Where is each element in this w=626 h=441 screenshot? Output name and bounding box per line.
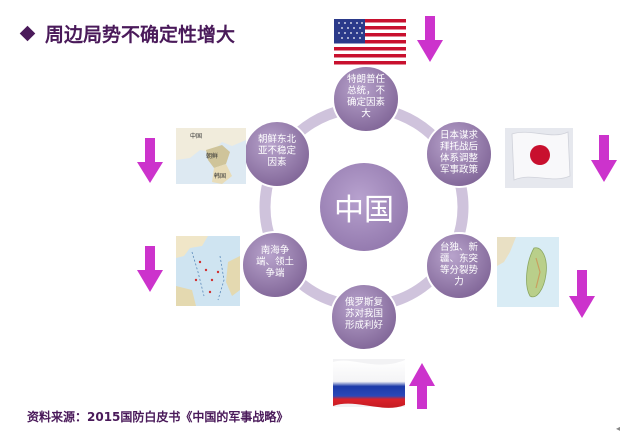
us-flag-icon <box>334 19 406 65</box>
node-jp: 日本谋求拜托战后体系调整军事政策 <box>425 120 493 188</box>
node-tw: 台独、新疆、东突等分裂势力 <box>425 232 493 300</box>
node-jp-line: 体系调整 <box>440 152 479 164</box>
map-label-china: 中国 <box>190 132 202 140</box>
korea-map-icon: 中国 朝鲜 韩国 <box>176 128 246 184</box>
node-ru-label: 俄罗斯复苏对我国形成利好 <box>345 296 384 331</box>
japan-flag-icon <box>505 128 573 188</box>
node-jp-line: 日本谋求 <box>440 129 479 141</box>
title-text: 周边局势不确定性增大 <box>45 24 236 46</box>
node-kr-line: 因素 <box>267 156 287 168</box>
node-tw-line: 台独、新 <box>440 241 479 253</box>
page-marker: ◂ <box>615 424 620 433</box>
node-ru-line: 形成利好 <box>345 319 384 331</box>
map-label-south-korea: 韩国 <box>214 172 226 180</box>
node-us-line: 总统，不 <box>347 85 386 97</box>
node-us: 特朗普任总统，不确定因素大 <box>332 65 400 133</box>
node-kr: 朝鲜东北亚不稳定因素 <box>243 120 311 188</box>
center-circle <box>320 163 408 251</box>
arrow-down-korea-icon <box>137 138 163 183</box>
node-ru: 俄罗斯复苏对我国形成利好 <box>330 283 398 351</box>
arrow-down-taiwan-icon <box>569 270 595 318</box>
arrow-down-japan-icon <box>591 135 617 182</box>
node-scs-line: 争端 <box>265 267 285 279</box>
center-label: 中国 <box>334 193 394 228</box>
taiwan-map-icon <box>497 237 559 307</box>
south-china-sea-map-icon <box>176 236 240 306</box>
node-scs-label: 南海争端、领土争端 <box>256 244 295 279</box>
russia-flag-icon <box>333 359 405 408</box>
arrow-up-russia-icon <box>409 363 435 409</box>
node-us-line: 大 <box>361 108 371 120</box>
node-ru-line: 苏对我国 <box>345 308 383 320</box>
node-us-line: 特朗普任 <box>347 73 386 85</box>
node-jp-line: 军事政策 <box>440 164 479 176</box>
node-ru-line: 俄罗斯复 <box>345 296 384 308</box>
node-tw-line: 疆、东突 <box>440 253 479 265</box>
node-jp-line: 拜托战后 <box>440 141 479 153</box>
node-scs: 南海争端、领土争端 <box>241 231 309 299</box>
node-kr-line: 朝鲜东北 <box>258 133 297 145</box>
node-scs-line: 端、领土 <box>256 256 295 268</box>
node-us-label: 特朗普任总统，不确定因素大 <box>347 73 386 120</box>
source-note: 资料来源：2015国防白皮书《中国的军事战略》 <box>27 410 289 424</box>
map-label-north-korea: 朝鲜 <box>206 152 218 160</box>
node-kr-line: 亚不稳定 <box>258 145 297 157</box>
arrow-down-south-china-sea-icon <box>137 246 163 292</box>
node-tw-line: 力 <box>454 276 464 288</box>
node-tw-line: 等分裂势 <box>440 264 479 276</box>
arrow-down-us-icon <box>417 16 443 62</box>
node-kr-label: 朝鲜东北亚不稳定因素 <box>258 133 297 168</box>
node-jp-label: 日本谋求拜托战后体系调整军事政策 <box>440 129 479 176</box>
node-scs-line: 南海争 <box>261 244 290 256</box>
node-tw-label: 台独、新疆、东突等分裂势力 <box>440 241 479 288</box>
page-title: 周边局势不确定性增大 <box>19 20 236 47</box>
node-us-line: 确定因素 <box>347 96 386 108</box>
